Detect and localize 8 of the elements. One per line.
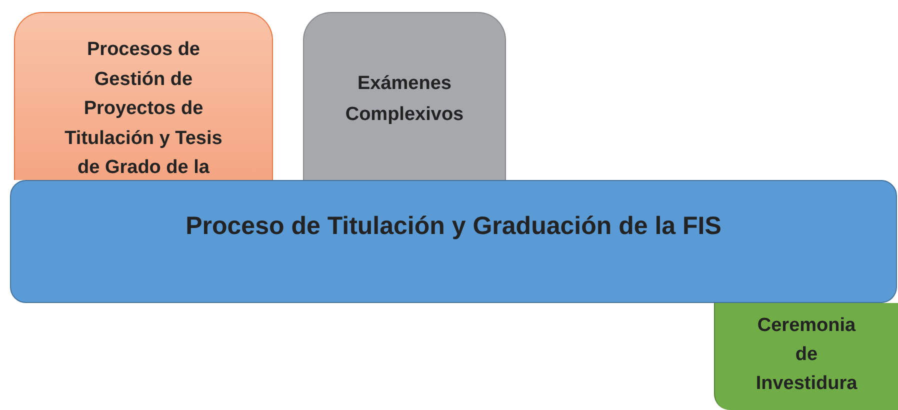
process-box (303, 12, 506, 180)
process-box (14, 12, 273, 180)
node-label: Ceremonia de Investidura (754, 314, 858, 396)
node-label: Procesos de Gestión de Proyectos de Titulación y Tesis de Grado de la (64, 38, 224, 180)
node-label: Proceso de Titulación y Graduación de la FIS (184, 211, 722, 241)
node-label: Exámenes Complexivos (344, 72, 465, 127)
process-box (714, 303, 898, 410)
main-process-band (10, 180, 897, 303)
